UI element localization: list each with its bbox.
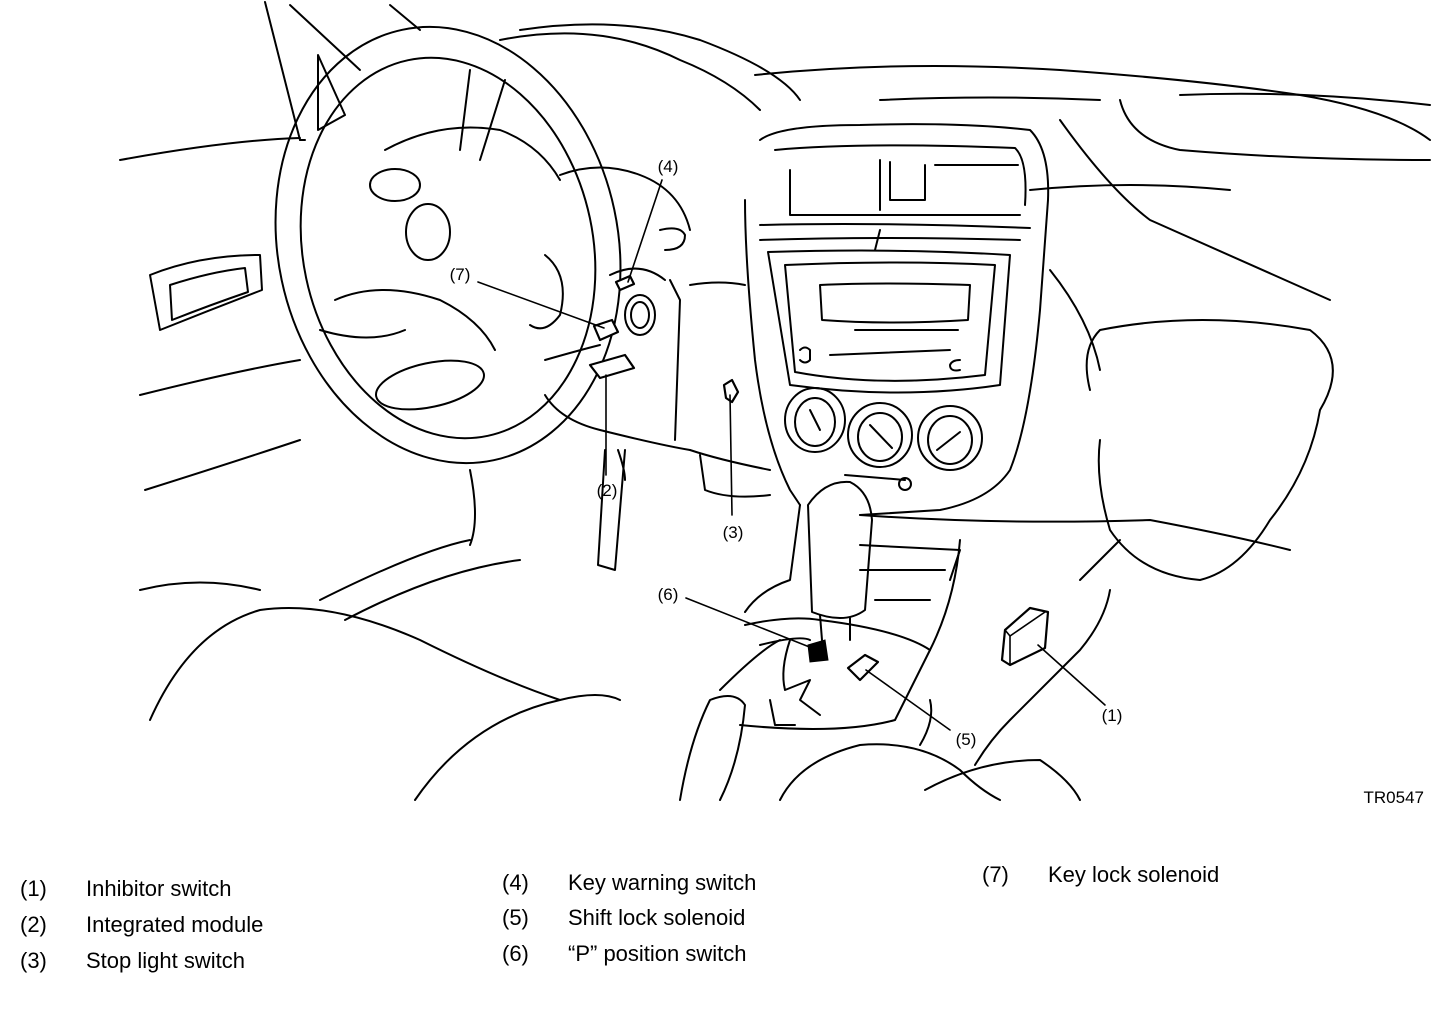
legend-text: Inhibitor switch	[86, 876, 232, 901]
inhibitor-switch-part	[1000, 606, 1050, 667]
left-air-vent	[149, 254, 263, 331]
dashboard-outline	[119, 23, 1431, 581]
leader-lines	[477, 179, 1106, 731]
parts-legend: (1) Inhibitor switch (2) Integrated modu…	[0, 860, 1440, 1010]
callout-3: (3)	[723, 523, 744, 542]
component-markers	[588, 274, 1050, 682]
callout-6: (6)	[658, 585, 679, 604]
shift-lock-solenoid-part	[846, 653, 880, 682]
legend-number: (7)	[982, 862, 1009, 887]
callout-1: (1)	[1102, 706, 1123, 725]
leader-line-3	[729, 394, 733, 516]
vehicle-interior-diagram: (4) (7) (2) (3) (6) (5) (1) TR0547	[119, 1, 1431, 807]
key-warning-switch-part	[614, 274, 636, 292]
integrated-module-part	[588, 353, 636, 380]
stop-light-switch-part	[722, 378, 740, 404]
interior-line-drawing: (4) (7) (2) (3) (6) (5) (1) TR0547	[119, 1, 1431, 807]
gear-shifter	[739, 480, 961, 730]
legend-number: (5)	[502, 905, 529, 930]
legend-number: (2)	[20, 912, 47, 937]
legend-number: (3)	[20, 948, 47, 973]
callout-4: (4)	[658, 157, 679, 176]
key-lock-solenoid-part	[592, 318, 620, 342]
center-console	[744, 123, 1050, 516]
p-position-switch-part	[807, 639, 829, 663]
legend-number: (4)	[502, 870, 529, 895]
legend-number: (6)	[502, 941, 529, 966]
callout-2: (2)	[597, 481, 618, 500]
door-trim	[139, 359, 521, 621]
legend-text: Integrated module	[86, 912, 264, 937]
leader-line-6	[685, 597, 813, 649]
steering-column	[544, 166, 746, 441]
leader-line-7	[477, 281, 605, 329]
legend-text: Key warning switch	[568, 870, 757, 895]
leader-line-4	[627, 179, 663, 283]
callout-7: (7)	[450, 265, 471, 284]
leader-line-1	[1037, 644, 1106, 706]
legend-text: Shift lock solenoid	[568, 905, 746, 930]
windshield-pillar	[264, 1, 421, 141]
figure-code: TR0547	[1364, 788, 1424, 807]
legend-text: Stop light switch	[86, 948, 245, 973]
steering-wheel	[274, 25, 622, 465]
leader-line-5	[865, 669, 951, 731]
callout-labels: (4) (7) (2) (3) (6) (5) (1) TR0547	[450, 157, 1424, 807]
brake-pedal	[597, 449, 626, 571]
callout-5: (5)	[956, 730, 977, 749]
front-seats	[149, 269, 1334, 801]
legend-text: Key lock solenoid	[1048, 862, 1220, 887]
legend-text: “P” position switch	[568, 941, 747, 966]
legend-number: (1)	[20, 876, 47, 901]
